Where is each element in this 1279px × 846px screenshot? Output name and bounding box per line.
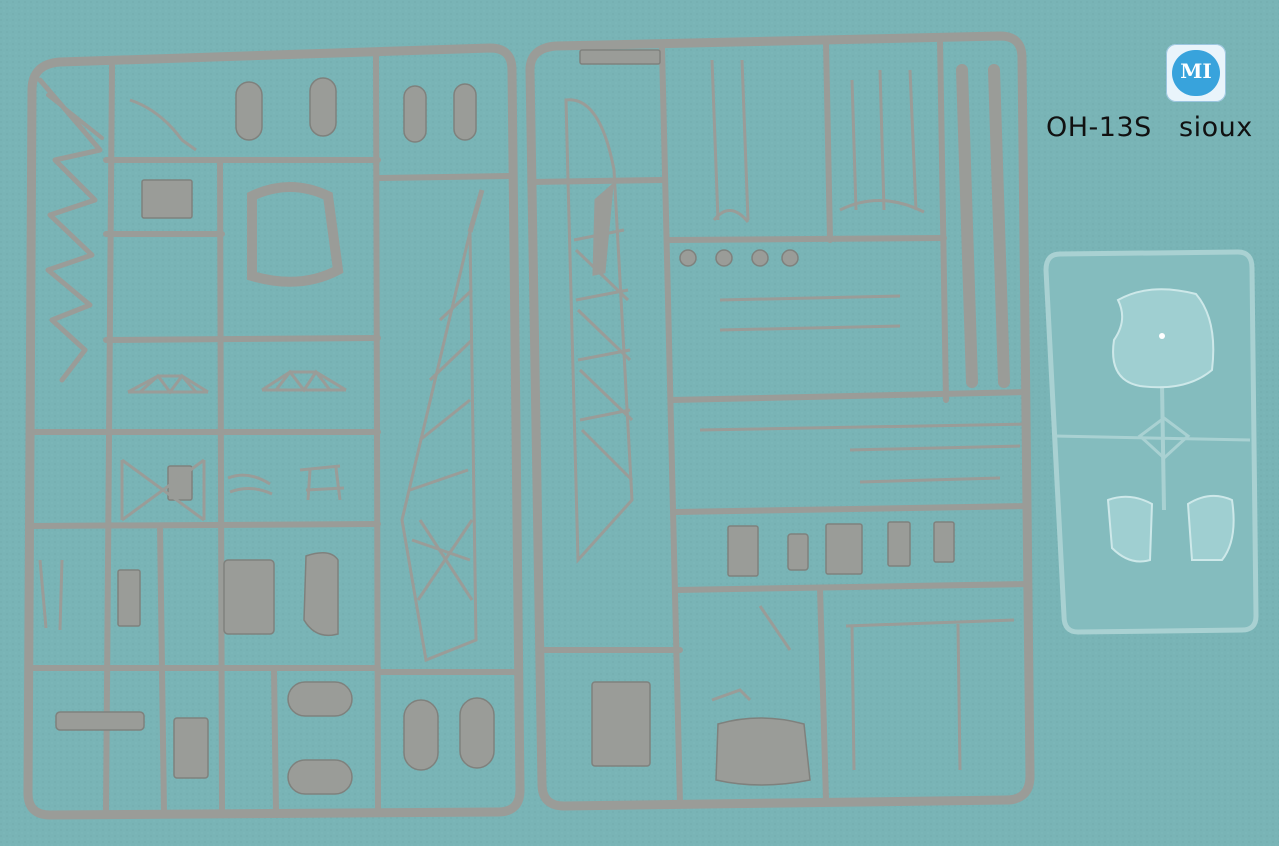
left-sprue-parts [55, 77, 495, 795]
brand-logo: MI [1166, 44, 1226, 102]
right-sprue-parts [579, 49, 955, 786]
clear-canopy-parts [1106, 288, 1235, 563]
right-sprue-trusses [564, 59, 1031, 771]
left-sprue-trusses [38, 98, 485, 663]
right-sprue-frame [525, 31, 1035, 811]
logo-text: MI [1180, 59, 1212, 83]
left-sprue-frame [23, 43, 525, 820]
mi-brand-logo-icon: MI [1172, 50, 1220, 96]
model-caption: OH-13S sioux [1046, 112, 1253, 143]
